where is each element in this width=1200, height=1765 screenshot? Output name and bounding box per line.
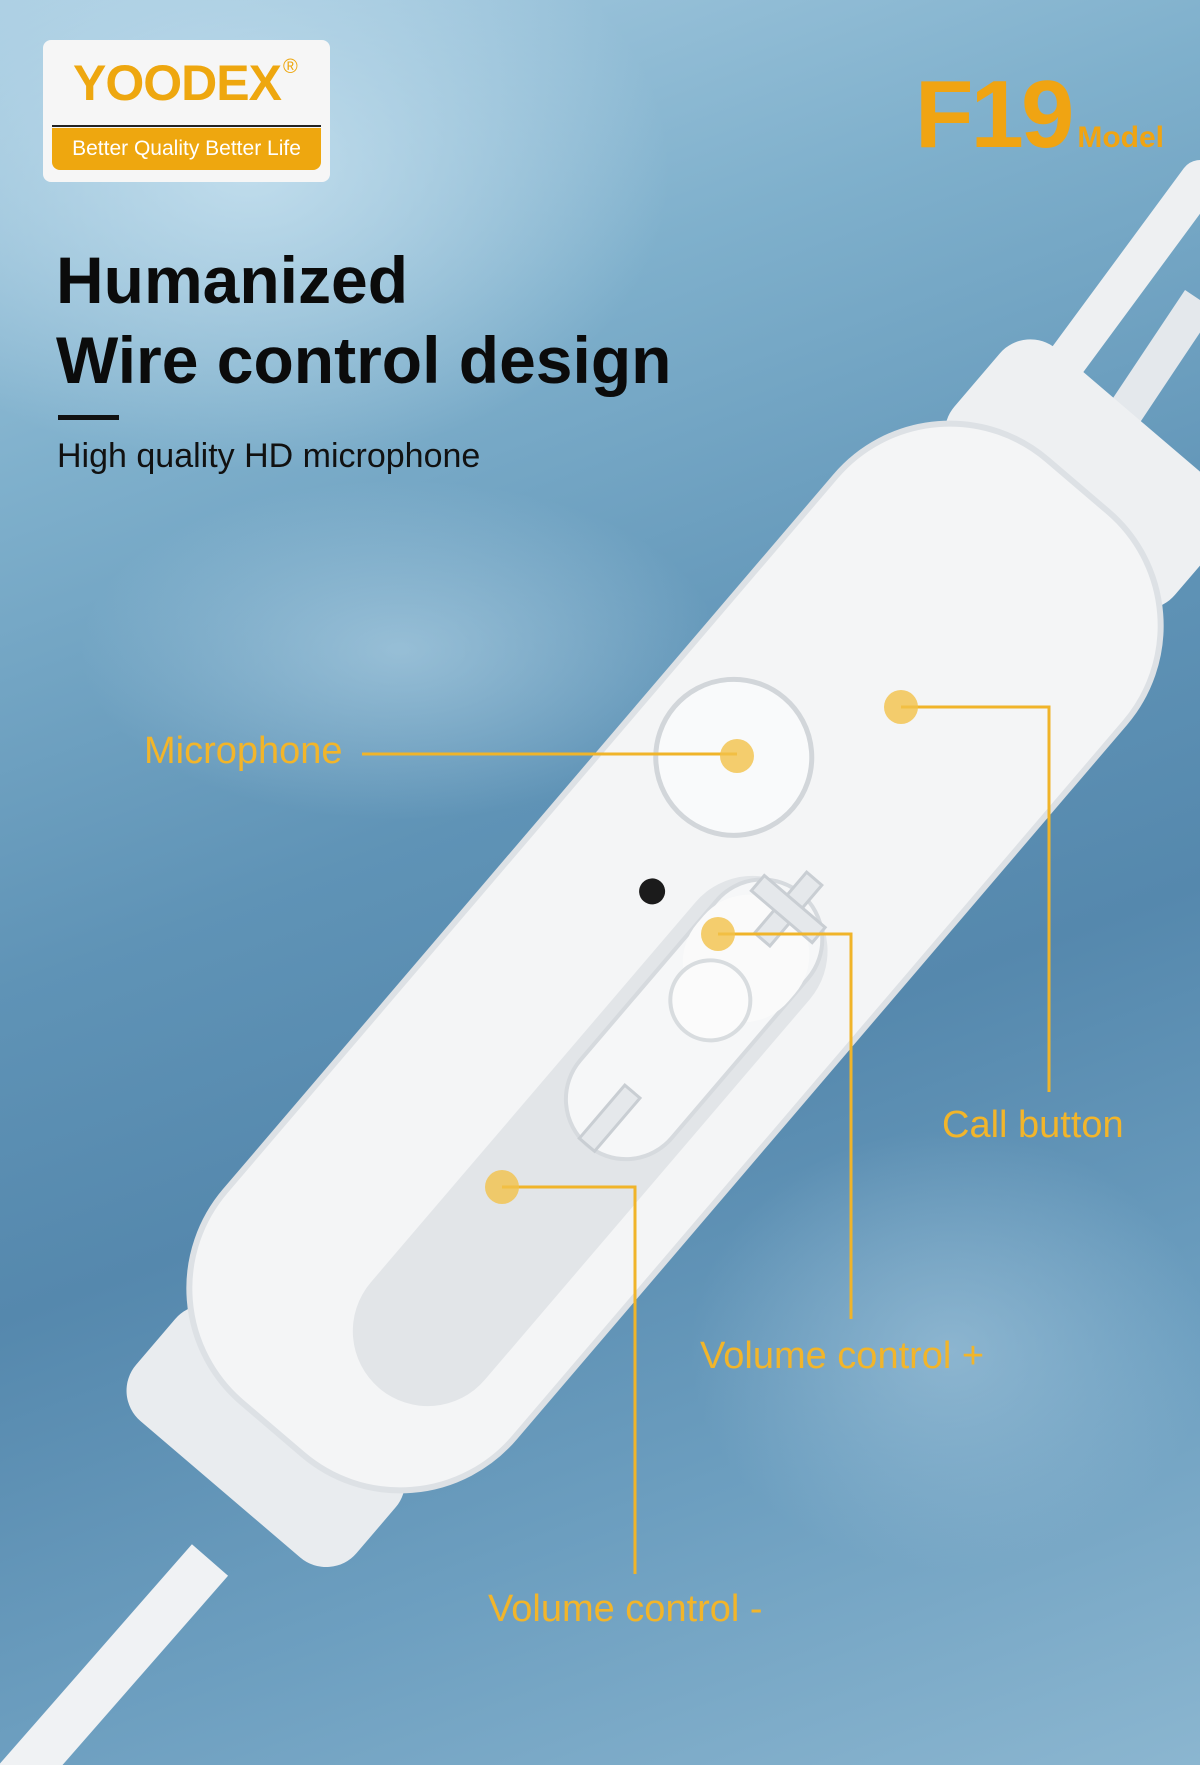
rocker-center-nub bbox=[668, 958, 753, 1043]
volume-down-marker bbox=[485, 1170, 519, 1204]
label-call-button: Call button bbox=[942, 1104, 1124, 1146]
label-volume-up: Volume control + bbox=[700, 1335, 985, 1377]
subtitle: High quality HD microphone bbox=[57, 437, 481, 475]
logo-divider bbox=[52, 125, 321, 127]
headline-divider bbox=[58, 415, 119, 420]
headline: Humanized Wire control design bbox=[56, 240, 671, 400]
brand-slogan: Better Quality Better Life bbox=[52, 128, 321, 170]
model-number: F19 bbox=[914, 61, 1074, 168]
volume-up-marker bbox=[701, 917, 735, 951]
minus-icon bbox=[577, 1082, 643, 1154]
model-label: Model bbox=[1077, 121, 1164, 154]
registered-mark: ® bbox=[282, 56, 298, 78]
label-volume-down: Volume control - bbox=[488, 1588, 763, 1630]
microphone-marker bbox=[720, 739, 754, 773]
label-microphone: Microphone bbox=[144, 730, 343, 772]
plus-icon bbox=[749, 870, 828, 949]
call-button-marker bbox=[884, 690, 918, 724]
brand-row: YOODEX ® bbox=[73, 54, 313, 112]
microphone-hole bbox=[639, 878, 666, 905]
headline-line2: Wire control design bbox=[56, 323, 672, 397]
brand-name: YOODEX bbox=[73, 55, 282, 111]
brand-logo: YOODEX ® Better Quality Better Life bbox=[43, 40, 330, 182]
headline-line1: Humanized bbox=[56, 243, 409, 317]
